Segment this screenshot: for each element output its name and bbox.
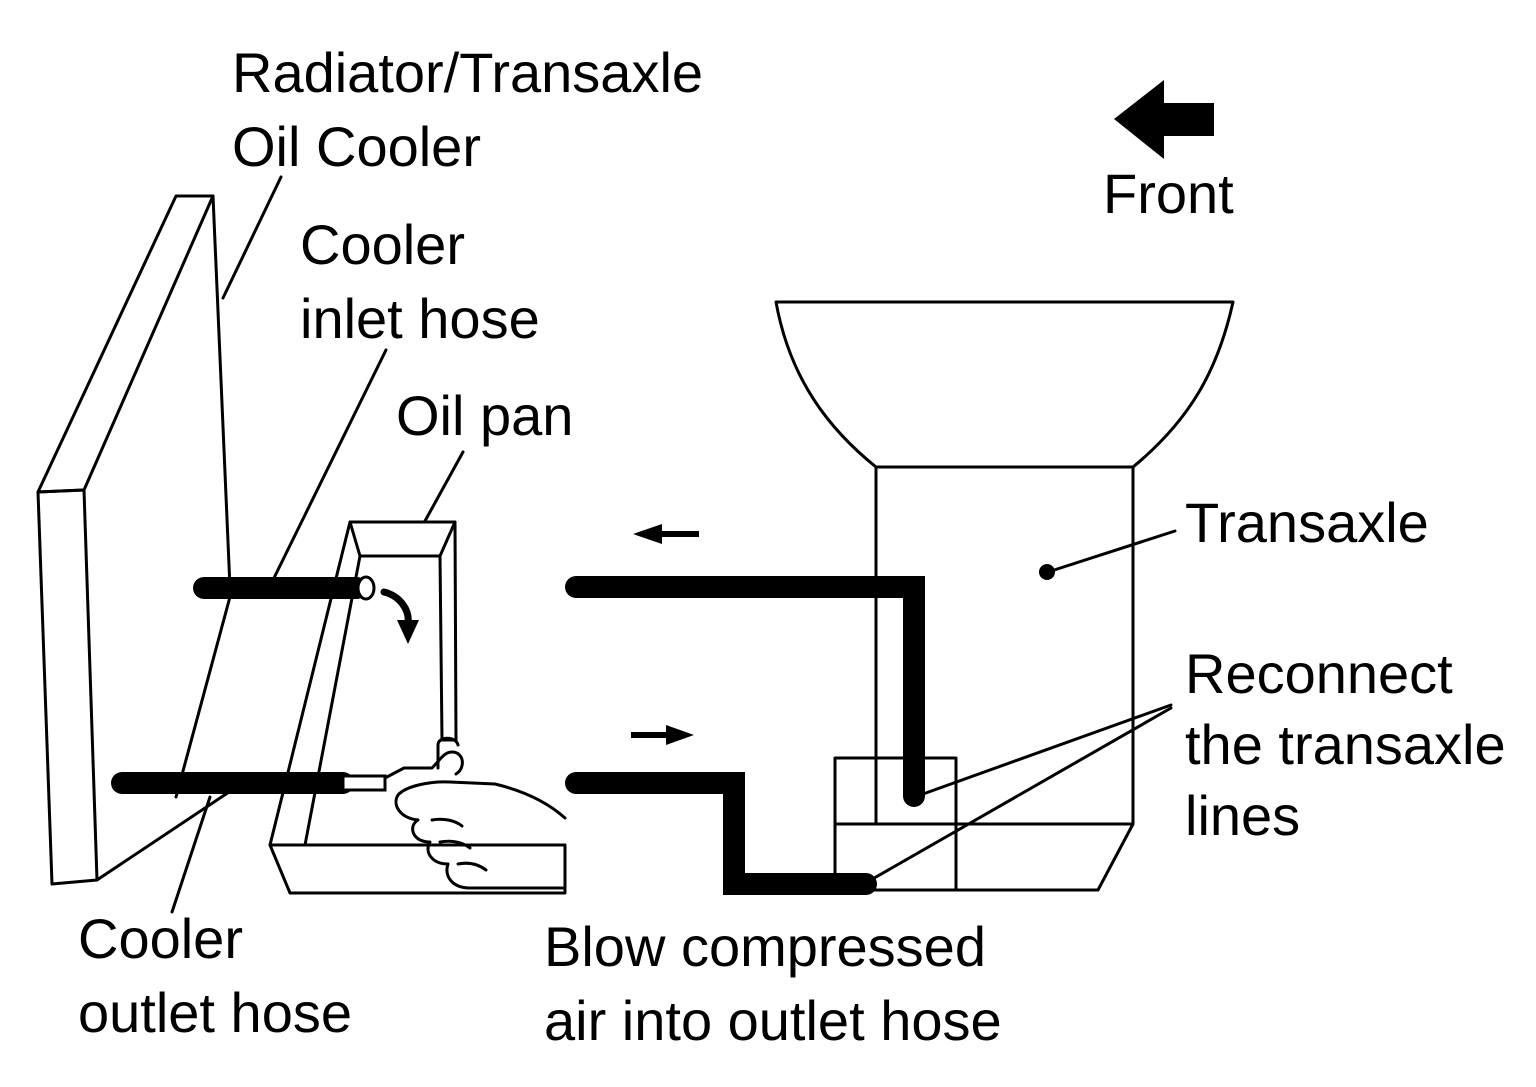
inlet-hose-label-line1: Cooler [300,213,465,276]
transaxle-body [774,300,1235,892]
transaxle-line-lower [565,772,877,895]
leader-lines [170,175,1177,914]
transaxle-line-upper [565,576,925,807]
outlet-hose-label-line2: outlet hose [78,981,352,1044]
outlet-hose-label-line1: Cooler [78,907,243,970]
transaxle-label: Transaxle [1185,491,1429,554]
cooler-inlet-hose [193,575,376,601]
hand-icon [394,780,567,890]
front-label: Front [1103,162,1234,225]
inlet-hose-label-line2: inlet hose [300,287,540,350]
oil-pan-label: Oil pan [396,384,573,447]
curved-arrow-icon [380,588,419,644]
labels: Radiator/Transaxle Oil Cooler Cooler inl… [78,41,1506,1052]
arrow-left-icon [1114,80,1214,159]
flow-right-arrow-icon [631,725,694,745]
air-nozzle-icon [341,736,464,792]
blow-air-label-line2: air into outlet hose [544,989,1002,1052]
flow-left-arrow-icon [633,524,699,544]
blow-air-label-line1: Blow compressed [544,915,986,978]
radiator-label-line2: Oil Cooler [232,115,481,178]
reconnect-label-line2: the transaxle [1185,713,1506,776]
reconnect-label-line3: lines [1185,784,1300,847]
reconnect-label-line1: Reconnect [1185,642,1453,705]
radiator-oil-cooler [36,194,234,886]
radiator-label-line1: Radiator/Transaxle [232,41,703,104]
